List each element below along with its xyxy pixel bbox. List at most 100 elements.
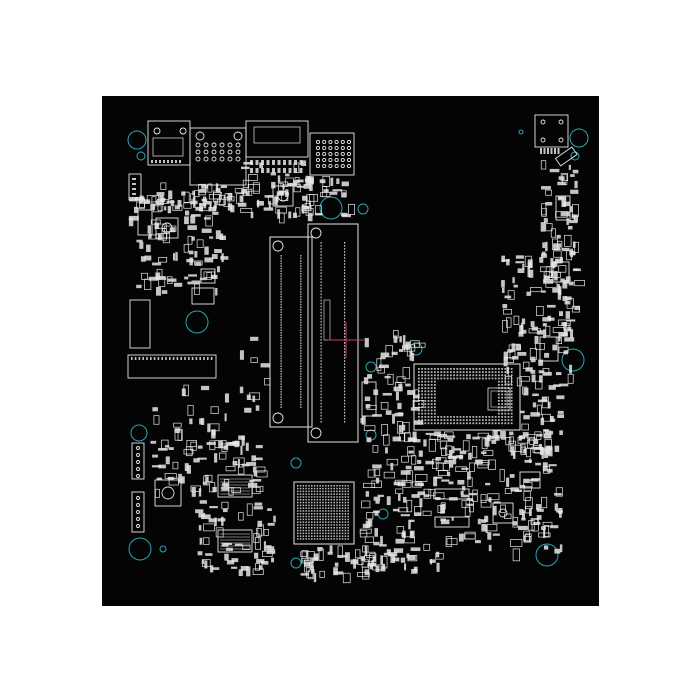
smd-pad (412, 439, 421, 443)
bga-ball (482, 377, 484, 380)
bga-ball (319, 496, 321, 498)
smd-pad (530, 369, 536, 374)
bga-ball (453, 416, 455, 418)
smd-component (242, 179, 250, 188)
smd-pad (232, 441, 240, 446)
bga-ball (440, 371, 443, 373)
smd-pad (152, 262, 161, 266)
smd-pad (181, 191, 186, 196)
bga-ball (341, 515, 344, 518)
bga-ball (427, 412, 430, 415)
dimm-pin (280, 401, 282, 403)
bga-ball (327, 493, 330, 495)
smd-pad (293, 180, 299, 184)
smd-pad (150, 203, 156, 211)
smd-pad (419, 498, 423, 508)
bga-ball (313, 518, 316, 521)
smd-pad (543, 329, 546, 339)
bga-ball (299, 496, 302, 498)
dimm-pin (300, 321, 302, 324)
smd-pad (333, 571, 344, 575)
smd-component (407, 555, 418, 562)
bga-ball (485, 368, 487, 370)
bga-ball (459, 422, 462, 425)
dimm-pin (344, 342, 346, 344)
smd-component (423, 543, 431, 551)
smd-pad (555, 258, 563, 264)
bga-ball (344, 538, 347, 540)
bga-ball (507, 403, 510, 405)
rj45-pin (203, 142, 209, 148)
bga-ball (319, 485, 321, 487)
bga-ball (339, 487, 341, 490)
bga-ball (347, 538, 349, 540)
smd-pad (392, 413, 395, 424)
bga-ball (418, 380, 420, 383)
smd-component (319, 570, 325, 578)
smd-pad (559, 256, 563, 263)
smd-pad (423, 439, 427, 447)
smd-pad (184, 276, 189, 280)
bga-ball (333, 515, 335, 518)
smd-pad (256, 200, 264, 206)
smd-pad (559, 383, 569, 387)
bga-ball (341, 493, 344, 495)
bga-ball (446, 422, 449, 425)
smd-component (480, 499, 492, 508)
bga-ball (305, 485, 307, 487)
bga-ball (327, 515, 330, 518)
smd-component (161, 228, 167, 241)
bga-ball (297, 535, 299, 537)
bga-ball (491, 422, 494, 425)
bga-ball (472, 371, 475, 373)
smd-component (203, 537, 210, 545)
smd-pad (526, 291, 532, 296)
bga-ball (478, 416, 481, 418)
bga-ball (440, 377, 443, 380)
bga-ball (313, 487, 316, 490)
dimm-pin (320, 402, 322, 405)
bga-ball (305, 535, 307, 537)
smd-pad (449, 459, 454, 468)
smd-pad (502, 287, 505, 293)
bga-ball (325, 518, 327, 521)
smd-pad (554, 445, 560, 452)
dimm-pin (344, 275, 346, 277)
bga-ball (498, 422, 500, 425)
smd-pad (569, 220, 578, 224)
bga-ball (341, 501, 344, 504)
vga-pin (346, 139, 352, 145)
bga-ball (427, 403, 430, 405)
smd-pad (361, 415, 366, 425)
smd-pad (408, 519, 411, 530)
dimm-pin (300, 370, 302, 373)
bga-ball (462, 422, 465, 425)
smd-pad (253, 506, 263, 510)
smd-component (372, 445, 379, 453)
bga-ball (446, 416, 449, 418)
smd-component (531, 519, 539, 532)
smd-pad (507, 349, 513, 353)
bga-ball (347, 507, 349, 509)
smd-pad (491, 439, 497, 444)
bga-ball (507, 416, 510, 418)
smd-pad (345, 552, 350, 562)
smd-pad (540, 417, 545, 426)
bga-ball (456, 371, 459, 373)
bga-ball (308, 521, 310, 523)
bga-ball (319, 493, 321, 495)
header-pin (550, 148, 553, 154)
dimm-pin (280, 375, 282, 378)
bga-ball (488, 368, 491, 370)
bga-ball (305, 490, 307, 493)
dimm-pin (320, 381, 322, 384)
bga-ball (311, 490, 313, 493)
dimm-pin (300, 396, 302, 398)
bga-ball (299, 518, 302, 521)
bga-ball (341, 513, 344, 515)
smd-component (285, 177, 294, 186)
smd-pad (219, 235, 227, 241)
smd-pad (201, 185, 209, 189)
smd-component (309, 194, 315, 206)
